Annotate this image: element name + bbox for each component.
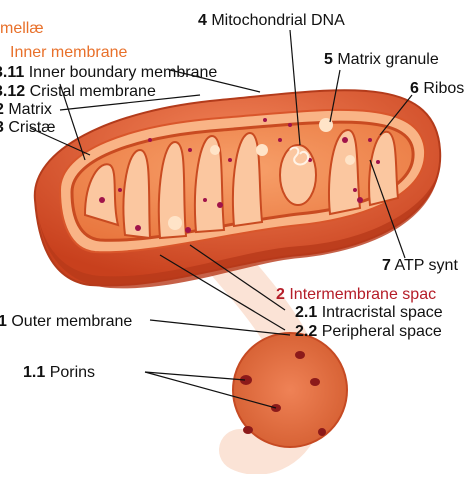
label-mito-dna-num: 4	[198, 12, 207, 29]
label-lamellae: mellæ	[0, 20, 44, 38]
label-porins: 1.1 Porins	[23, 364, 95, 382]
label-peripheral-space: 2.2 Peripheral space	[295, 323, 442, 341]
label-inner-membrane: Inner membrane	[10, 44, 127, 62]
label-intermembrane-text: Intermembrane spac	[284, 286, 437, 303]
label-cristal-membrane-text: Cristal membrane	[25, 83, 156, 100]
label-matrix-text: Matrix	[3, 101, 52, 118]
mitochondrial-dna-squiggle	[289, 146, 310, 166]
label-inner-boundary-text: Inner boundary membrane	[24, 64, 218, 81]
label-cristae-num: 3	[0, 119, 4, 136]
label-inner-boundary: 3.11 Inner boundary membrane	[0, 64, 217, 82]
label-atp-synthase-text: ATP synt	[390, 257, 458, 274]
label-outer-membrane: 1 Outer membrane	[0, 313, 132, 331]
ribosomes	[118, 118, 380, 202]
label-matrix-granule: 5 Matrix granule	[324, 51, 439, 69]
label-intermembrane-num: 2	[276, 286, 285, 303]
label-cristae: 3 Cristæ	[0, 119, 55, 137]
label-intermembrane-space: 2 Intermembrane spac	[276, 286, 436, 304]
label-outer-membrane-text: Outer membrane	[6, 313, 133, 330]
label-matrix-granule-num: 5	[324, 51, 333, 68]
label-ribosome: 6 Ribos	[410, 80, 464, 98]
label-peripheral-text: Peripheral space	[317, 323, 442, 340]
label-atp-synthase: 7 ATP synt	[382, 257, 458, 275]
label-matrix-granule-text: Matrix granule	[332, 51, 439, 68]
label-peripheral-num: 2.2	[295, 323, 318, 340]
label-matrix: 2 Matrix	[0, 101, 52, 119]
label-intracristal-space: 2.1 Intracristal space	[295, 304, 443, 322]
label-outer-membrane-num: 1	[0, 313, 7, 330]
atp-synthase-marks	[99, 137, 363, 233]
porin-dots	[240, 351, 326, 436]
leader-lines	[29, 29, 413, 409]
label-inner-boundary-num: 3.11	[0, 64, 25, 81]
label-lamellae-text: mellæ	[0, 20, 44, 37]
label-intracristal-text: Intracristal space	[317, 304, 443, 321]
label-porins-num: 1.1	[23, 364, 46, 381]
porin-inset	[232, 332, 348, 448]
label-cristal-membrane-num: 3.12	[0, 83, 26, 100]
label-intracristal-num: 2.1	[295, 304, 318, 321]
label-porins-text: Porins	[45, 364, 96, 381]
label-cristal-membrane: 3.12 Cristal membrane	[0, 83, 156, 101]
label-mito-dna-text: Mitochondrial DNA	[206, 12, 345, 29]
label-cristae-text: Cristæ	[3, 119, 56, 136]
label-ribosome-text: Ribos	[418, 80, 465, 97]
label-ribosome-num: 6	[410, 80, 419, 97]
label-inner-membrane-text: Inner membrane	[10, 44, 128, 61]
label-atp-synthase-num: 7	[382, 257, 391, 274]
label-mitochondrial-dna: 4 Mitochondrial DNA	[198, 12, 345, 30]
outer-membrane-edge	[38, 160, 440, 289]
label-matrix-num: 2	[0, 101, 4, 118]
